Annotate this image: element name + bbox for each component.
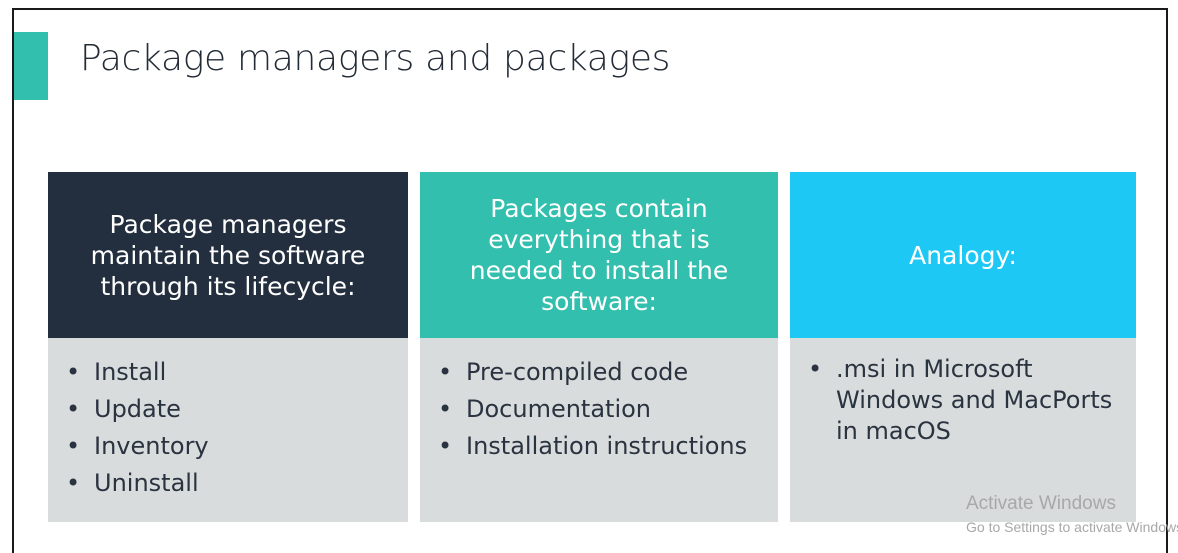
bullet-icon: • — [66, 395, 81, 423]
list-item-text: Install — [94, 358, 167, 386]
column-body: • Pre-compiled code • Documentation • Insta… — [420, 338, 778, 522]
bullet-list: • Pre-compiled code • Documentation • Insta… — [436, 354, 768, 465]
column-package-managers: Package managers maintain the software t… — [48, 172, 408, 522]
bullet-icon: • — [66, 469, 81, 497]
bullet-icon: • — [438, 358, 453, 386]
list-item-text: Documentation — [466, 395, 652, 423]
bullet-list: • Install • Update • Inventory • Uninstall — [64, 354, 398, 502]
bullet-list: • .msi in Microsoft Windows and MacPorts … — [806, 354, 1126, 447]
watermark-subtitle: Go to Settings to activate Windows. — [966, 519, 1178, 535]
list-item-text: Uninstall — [94, 469, 199, 497]
slide-title: Package managers and packages — [80, 38, 671, 79]
list-item: • Install — [64, 354, 398, 391]
watermark-title: Activate Windows — [966, 493, 1116, 514]
list-item-text: Update — [94, 395, 181, 423]
list-item-text: Pre-compiled code — [466, 358, 689, 386]
bullet-icon: • — [808, 355, 823, 383]
column-packages: Packages contain everything that is need… — [420, 172, 778, 522]
list-item: • Documentation — [436, 391, 768, 428]
list-item: • Inventory — [64, 428, 398, 465]
column-body: • .msi in Microsoft Windows and MacPorts … — [790, 338, 1136, 522]
list-item: • Pre-compiled code — [436, 354, 768, 391]
title-accent-bar — [14, 32, 48, 100]
column-analogy: Analogy: • .msi in Microsoft Windows and … — [790, 172, 1136, 522]
column-header: Packages contain everything that is need… — [420, 172, 778, 338]
bullet-icon: • — [66, 358, 81, 386]
list-item-text: Installation instructions — [466, 432, 748, 460]
column-body: • Install • Update • Inventory • Uninstall — [48, 338, 408, 522]
bullet-icon: • — [438, 395, 453, 423]
bullet-icon: • — [66, 432, 81, 460]
list-item-text: .msi in Microsoft Windows and MacPorts i… — [836, 355, 1113, 445]
list-item: • Installation instructions — [436, 428, 768, 465]
list-item-text: Inventory — [94, 432, 209, 460]
column-header: Analogy: — [790, 172, 1136, 338]
activate-windows-watermark: Activate Windows Go to Settings to activ… — [966, 493, 1178, 535]
list-item: • Update — [64, 391, 398, 428]
bullet-icon: • — [438, 432, 453, 460]
list-item: • .msi in Microsoft Windows and MacPorts … — [806, 354, 1126, 447]
column-header: Package managers maintain the software t… — [48, 172, 408, 338]
slide: Package managers and packages Package ma… — [12, 8, 1168, 553]
list-item: • Uninstall — [64, 465, 398, 502]
